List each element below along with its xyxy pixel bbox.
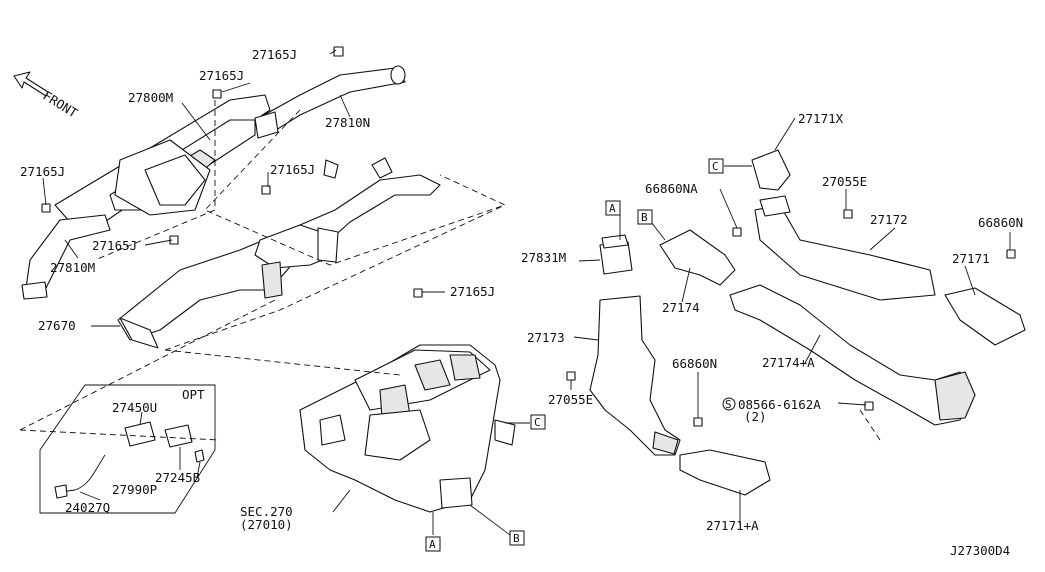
callout-27171x: 27171X bbox=[798, 111, 844, 126]
callout-66860n-mid: 66860N bbox=[672, 356, 717, 371]
callout-66860na: 66860NA bbox=[645, 181, 698, 196]
bolt-symbol: S bbox=[725, 398, 732, 411]
ventilator-duct-27670 bbox=[117, 157, 441, 349]
callout-27165j-left: 27165J bbox=[20, 164, 65, 179]
ref-box-c-top-label: C bbox=[712, 160, 719, 173]
callout-27810n: 27810N bbox=[325, 115, 370, 130]
callout-24027q: 24027Q bbox=[65, 500, 110, 515]
dashed-guides bbox=[19, 100, 881, 441]
callout-27055e-top: 27055E bbox=[822, 174, 867, 189]
callout-bolt-spec: 08566-6162A bbox=[738, 397, 821, 412]
ref-box-a-top-label: A bbox=[609, 202, 616, 215]
callout-66860n-right: 66860N bbox=[978, 215, 1023, 230]
reference-boxes: A B C C A B bbox=[425, 158, 724, 552]
front-label: FRONT bbox=[40, 88, 80, 121]
ref-box-a-bottom bbox=[425, 536, 441, 552]
ref-box-c-top bbox=[708, 158, 724, 174]
bolt-symbol-circle bbox=[722, 397, 736, 411]
callout-27990p: 27990P bbox=[112, 482, 157, 497]
callout-27171: 27171 bbox=[952, 251, 990, 266]
ref-box-a-bottom-label: A bbox=[429, 538, 436, 551]
callout-bolt-qty: (2) bbox=[744, 409, 767, 424]
callout-27450u: 27450U bbox=[112, 400, 157, 415]
callout-labels: 27165J 27165J 27800M 27810N 27165J 27165… bbox=[20, 47, 1023, 558]
leader-lines bbox=[42, 49, 1011, 536]
callout-27245b: 27245B bbox=[155, 470, 200, 485]
callout-27055e-low: 27055E bbox=[548, 392, 593, 407]
opt-box bbox=[39, 384, 216, 514]
heater-unit-sec270 bbox=[299, 344, 516, 513]
ref-box-b-bottom bbox=[509, 530, 525, 546]
ref-box-a-top bbox=[605, 200, 621, 216]
ref-box-b-top bbox=[637, 209, 653, 225]
ref-box-b-bottom-label: B bbox=[513, 532, 520, 545]
callout-27800m: 27800M bbox=[128, 90, 173, 105]
callout-27810m: 27810M bbox=[50, 260, 95, 275]
callout-27165j-top: 27165J bbox=[252, 47, 297, 62]
footer-code: J27300D4 bbox=[950, 543, 1010, 558]
callout-sec270: SEC.270 bbox=[240, 504, 293, 519]
callout-27174: 27174 bbox=[662, 300, 700, 315]
ref-box-b-top-label: B bbox=[641, 211, 648, 224]
rear-duct-group bbox=[589, 149, 1026, 496]
callout-27172: 27172 bbox=[870, 212, 908, 227]
opt-label: OPT bbox=[182, 387, 205, 402]
callout-27174a: 27174+A bbox=[762, 355, 815, 370]
callout-27165j-mid: 27165J bbox=[270, 162, 315, 177]
callout-27165j-2: 27165J bbox=[199, 68, 244, 83]
callout-sec270-sub: (27010) bbox=[240, 517, 293, 532]
ref-box-c-heater-label: C bbox=[534, 416, 541, 429]
callout-27831m: 27831M bbox=[521, 250, 566, 265]
callout-27173: 27173 bbox=[527, 330, 565, 345]
callout-27165j-right: 27165J bbox=[450, 284, 495, 299]
ref-box-c-heater bbox=[530, 414, 546, 430]
front-arrow-icon bbox=[13, 71, 49, 97]
callout-27171a: 27171+A bbox=[706, 518, 759, 533]
callout-27670: 27670 bbox=[38, 318, 76, 333]
callout-27165j-low: 27165J bbox=[92, 238, 137, 253]
